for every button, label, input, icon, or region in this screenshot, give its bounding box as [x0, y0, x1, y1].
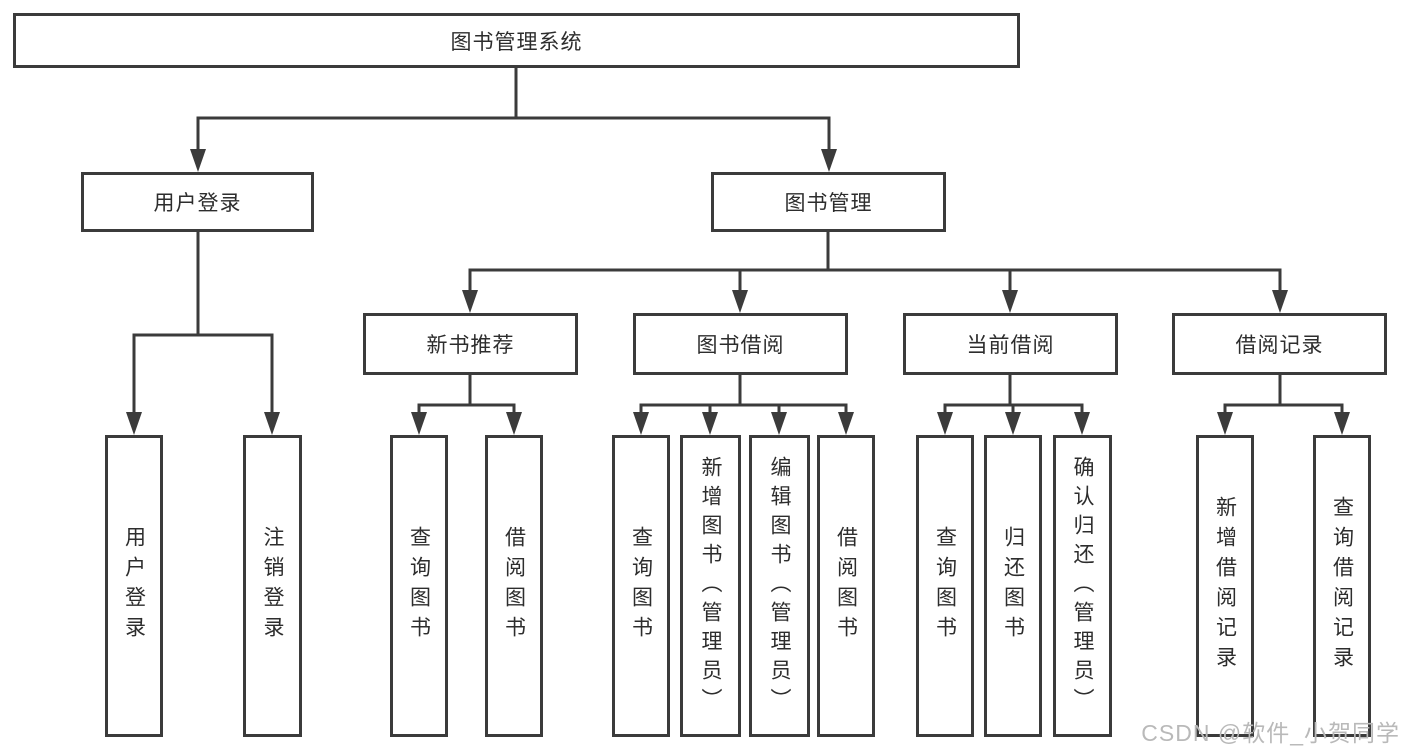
node-book-borrow-label: 图书借阅 [696, 334, 785, 357]
node-book-management-label: 图书管理 [784, 192, 873, 215]
leaf-borrow-borrow-label: 借阅图书 [834, 526, 858, 646]
leaf-record-query-label: 查询借阅记录 [1330, 496, 1354, 676]
leaf-borrow-add-admin-label: 新增图书（管理员） [699, 455, 722, 717]
node-root: 图书管理系统 [13, 13, 1020, 68]
node-root-label: 图书管理系统 [450, 30, 583, 54]
leaf-borrow-edit-admin-label: 编辑图书（管理员） [768, 455, 791, 717]
node-borrow-records: 借阅记录 [1172, 313, 1387, 375]
leaf-current-confirm-admin: 确认归还（管理员） [1053, 435, 1112, 737]
leaf-current-return: 归还图书 [984, 435, 1042, 737]
leaf-current-confirm-admin-label: 确认归还（管理员） [1071, 455, 1094, 717]
node-new-book-recommend-label: 新书推荐 [426, 334, 515, 357]
node-current-borrow: 当前借阅 [903, 313, 1118, 375]
leaf-newbook-query: 查询图书 [390, 435, 448, 737]
arrowheads [126, 149, 1350, 435]
leaf-record-add-label: 新增借阅记录 [1213, 496, 1237, 676]
watermark: CSDN @软件_小贺同学 [1141, 720, 1400, 746]
node-current-borrow-label: 当前借阅 [966, 334, 1055, 357]
leaf-logout-label: 注销登录 [261, 526, 284, 646]
leaf-borrow-query-label: 查询图书 [629, 526, 653, 646]
node-book-borrow: 图书借阅 [633, 313, 848, 375]
node-user-login: 用户登录 [81, 172, 314, 232]
leaf-current-query-label: 查询图书 [933, 526, 957, 646]
node-borrow-records-label: 借阅记录 [1235, 334, 1324, 357]
node-new-book-recommend: 新书推荐 [363, 313, 578, 375]
leaf-borrow-borrow: 借阅图书 [817, 435, 875, 737]
leaf-current-query: 查询图书 [916, 435, 974, 737]
leaf-newbook-query-label: 查询图书 [407, 526, 431, 646]
leaf-logout: 注销登录 [243, 435, 302, 737]
leaf-user-login-label: 用户登录 [122, 526, 146, 646]
leaf-record-query: 查询借阅记录 [1313, 435, 1371, 737]
node-book-management: 图书管理 [711, 172, 946, 232]
leaf-user-login: 用户登录 [105, 435, 163, 737]
leaf-borrow-add-admin: 新增图书（管理员） [680, 435, 741, 737]
leaf-borrow-query: 查询图书 [612, 435, 670, 737]
leaf-newbook-borrow-label: 借阅图书 [502, 526, 526, 646]
leaf-newbook-borrow: 借阅图书 [485, 435, 543, 737]
node-user-login-label: 用户登录 [153, 192, 242, 215]
leaf-current-return-label: 归还图书 [1001, 526, 1025, 646]
leaf-borrow-edit-admin: 编辑图书（管理员） [749, 435, 810, 737]
leaf-record-add: 新增借阅记录 [1196, 435, 1254, 737]
